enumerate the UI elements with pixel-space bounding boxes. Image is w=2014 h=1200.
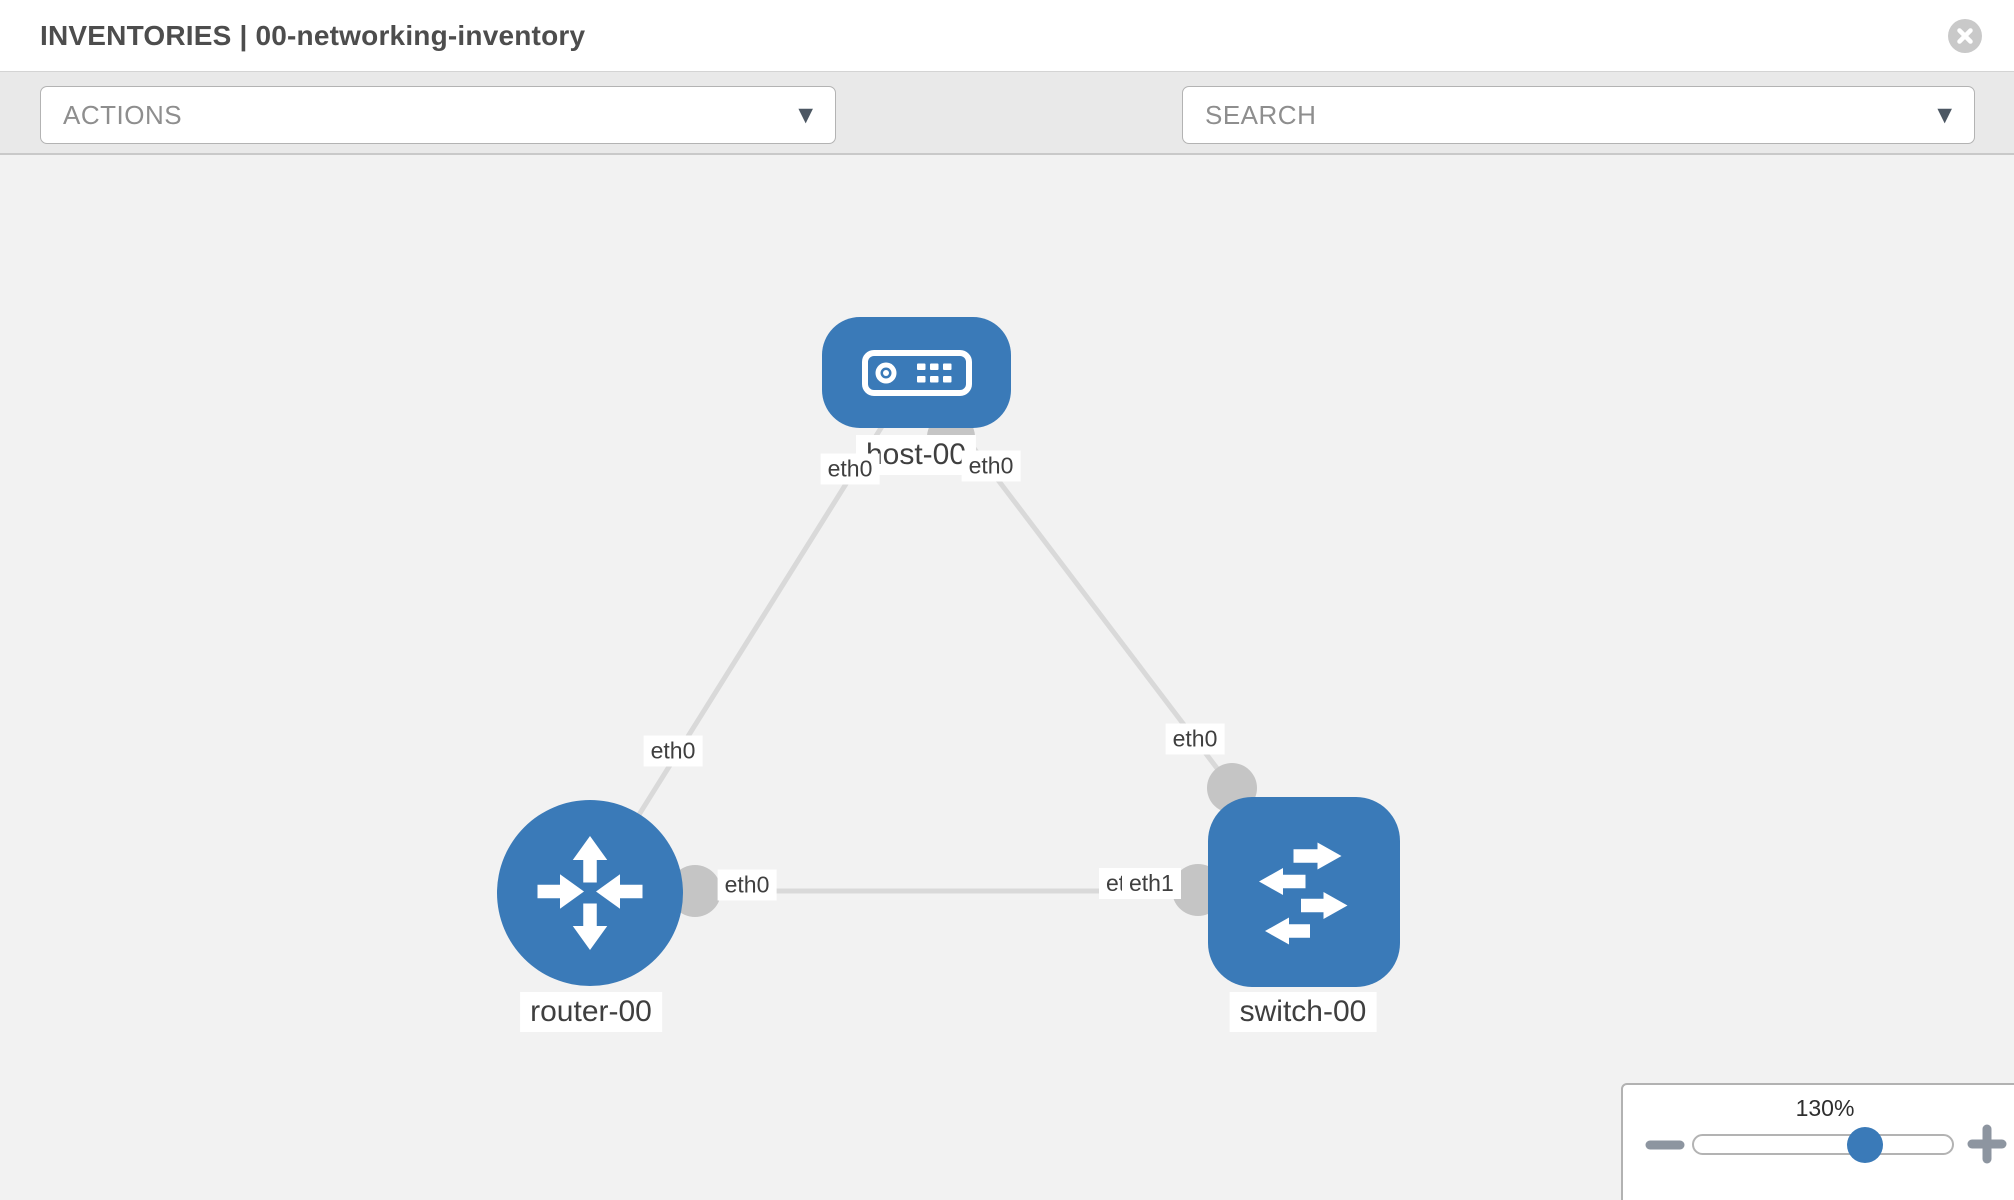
node-switch-00[interactable]: [1208, 797, 1400, 987]
close-button[interactable]: [1948, 19, 1982, 53]
zoom-out-button[interactable]: [1645, 1125, 1685, 1165]
iface-label-switch-to-router: eth1: [1122, 868, 1181, 899]
zoom-slider-track[interactable]: [1692, 1134, 1954, 1155]
host-icon: [861, 349, 972, 396]
iface-label-router-to-host: eth0: [643, 735, 703, 767]
header: INVENTORIES | 00-networking-inventory: [0, 0, 2014, 71]
zoom-slider-thumb[interactable]: [1847, 1127, 1883, 1163]
iface-label-host-to-switch: eth0: [961, 450, 1021, 482]
topology-graph: [587, 370, 1262, 917]
node-router-00[interactable]: [497, 800, 683, 986]
iface-label-switch-to-host: eth0: [1165, 723, 1225, 755]
switch-icon: [1259, 842, 1348, 945]
node-label-switch: switch-00: [1229, 992, 1377, 1032]
chevron-down-icon: ▼: [798, 103, 813, 126]
actions-dropdown-label: ACTIONS: [63, 99, 183, 130]
router-icon: [537, 836, 643, 950]
topology-canvas[interactable]: host-00 router-00 switch-00 eth0 eth0 et…: [0, 155, 2014, 1200]
page-title: INVENTORIES | 00-networking-inventory: [40, 20, 586, 51]
iface-label-host-to-router: eth0: [820, 453, 880, 485]
chevron-down-icon: ▼: [1937, 103, 1952, 126]
search-placeholder: SEARCH: [1205, 99, 1317, 130]
search-dropdown[interactable]: SEARCH ▼: [1182, 86, 1975, 144]
zoom-in-button[interactable]: [1967, 1124, 2007, 1164]
node-host-00[interactable]: [822, 317, 1011, 428]
zoom-panel: 130%: [1621, 1083, 2014, 1200]
zoom-level: 130%: [1795, 1095, 1855, 1121]
node-label-router: router-00: [520, 992, 662, 1032]
toolbar: ACTIONS ▼ SEARCH ▼: [0, 71, 2014, 204]
minus-icon: [1645, 1140, 1685, 1150]
close-icon: [1957, 28, 1973, 44]
plus-icon: [1967, 1124, 2007, 1164]
iface-label-router-to-switch: eth0: [717, 869, 777, 901]
actions-dropdown[interactable]: ACTIONS ▼: [40, 86, 836, 144]
